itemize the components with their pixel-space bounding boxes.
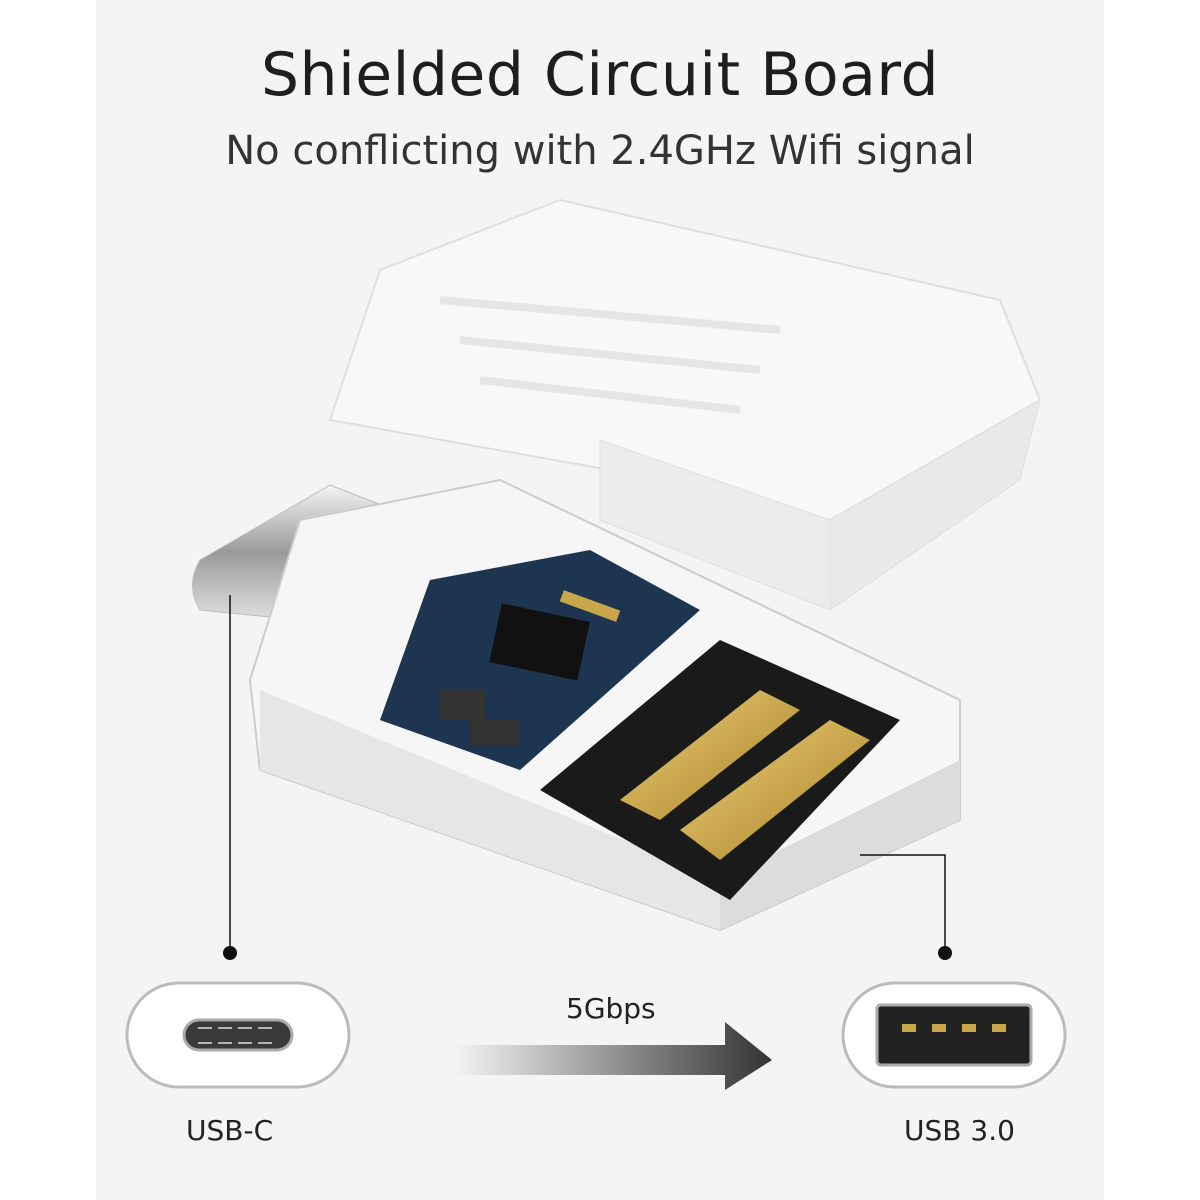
page-title: Shielded Circuit Board — [260, 40, 940, 110]
callout-line-usb-a — [860, 854, 946, 950]
usb-c-port-icon — [125, 981, 351, 1089]
page-subtitle: No conflicting with 2.4GHz Wifi signal — [225, 128, 975, 174]
usb-3-port-icon — [841, 981, 1067, 1089]
usb-a-port — [540, 640, 900, 900]
usb-3-label: USB 3.0 — [904, 1114, 1015, 1147]
callout-dot-usb-c — [223, 946, 237, 960]
callout-dot-usb-a — [938, 946, 952, 960]
speed-label: 5Gbps — [566, 992, 656, 1025]
transparent-cover — [328, 198, 1042, 611]
usb-c-label: USB-C — [186, 1114, 274, 1147]
transfer-arrow-icon — [455, 1022, 772, 1090]
circuit-board — [380, 550, 700, 770]
